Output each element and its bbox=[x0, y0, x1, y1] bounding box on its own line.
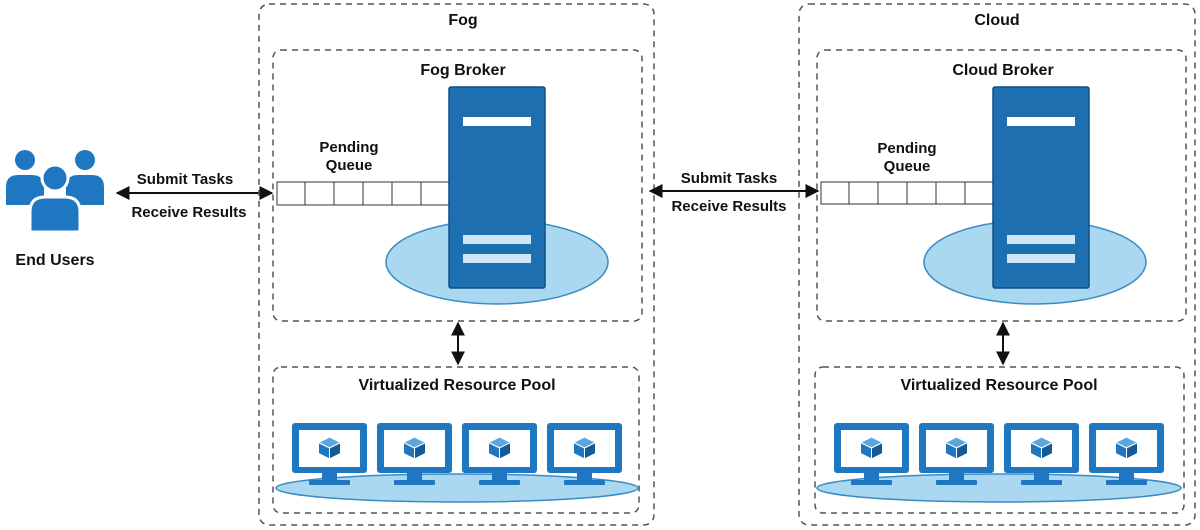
virtual-machine-monitor-icon bbox=[1004, 423, 1079, 485]
cloud-queue-label-line2: Queue bbox=[884, 158, 931, 175]
cloud-queue-label-line1: Pending bbox=[877, 140, 936, 157]
cloud-resource-pool-box bbox=[814, 366, 1185, 514]
fog-queue-label-line2: Queue bbox=[326, 157, 373, 174]
virtual-machine-monitor-icon bbox=[462, 423, 537, 485]
cloud-virtual-machines bbox=[834, 423, 1164, 485]
virtual-machine-monitor-icon bbox=[1089, 423, 1164, 485]
server-icon bbox=[992, 86, 1090, 289]
fog-title: Fog bbox=[448, 12, 477, 29]
virtual-machine-monitor-icon bbox=[547, 423, 622, 485]
virtual-machine-monitor-icon bbox=[377, 423, 452, 485]
cloud-broker-title: Cloud Broker bbox=[952, 62, 1053, 79]
fog-container bbox=[258, 3, 655, 526]
users-fog-submit-label: Submit Tasks bbox=[137, 171, 233, 188]
fog-virtual-machines bbox=[292, 423, 622, 485]
fog-queue-label-line1: Pending bbox=[319, 139, 378, 156]
cloud-pool-platform bbox=[816, 473, 1182, 503]
virtual-machine-monitor-icon bbox=[292, 423, 367, 485]
fog-broker-title: Fog Broker bbox=[420, 62, 505, 79]
users-fog-receive-label: Receive Results bbox=[131, 204, 246, 221]
cloud-pending-queue bbox=[820, 181, 995, 205]
fog-pool-platform bbox=[275, 473, 639, 503]
cloud-title: Cloud bbox=[974, 12, 1019, 29]
fog-cloud-receive-label: Receive Results bbox=[671, 198, 786, 215]
cloud-resource-pool-title: Virtualized Resource Pool bbox=[900, 377, 1097, 394]
fog-pending-queue bbox=[276, 181, 451, 206]
cloud-container bbox=[798, 3, 1196, 526]
fog-broker-box bbox=[272, 49, 643, 322]
server-icon bbox=[448, 86, 546, 289]
end-users-label: End Users bbox=[15, 252, 94, 269]
users-icon bbox=[6, 150, 104, 234]
fog-cloud-submit-label: Submit Tasks bbox=[681, 170, 777, 187]
virtual-machine-monitor-icon bbox=[834, 423, 909, 485]
fog-resource-pool-title: Virtualized Resource Pool bbox=[358, 377, 555, 394]
cloud-broker-box bbox=[816, 49, 1187, 322]
virtual-machine-monitor-icon bbox=[919, 423, 994, 485]
